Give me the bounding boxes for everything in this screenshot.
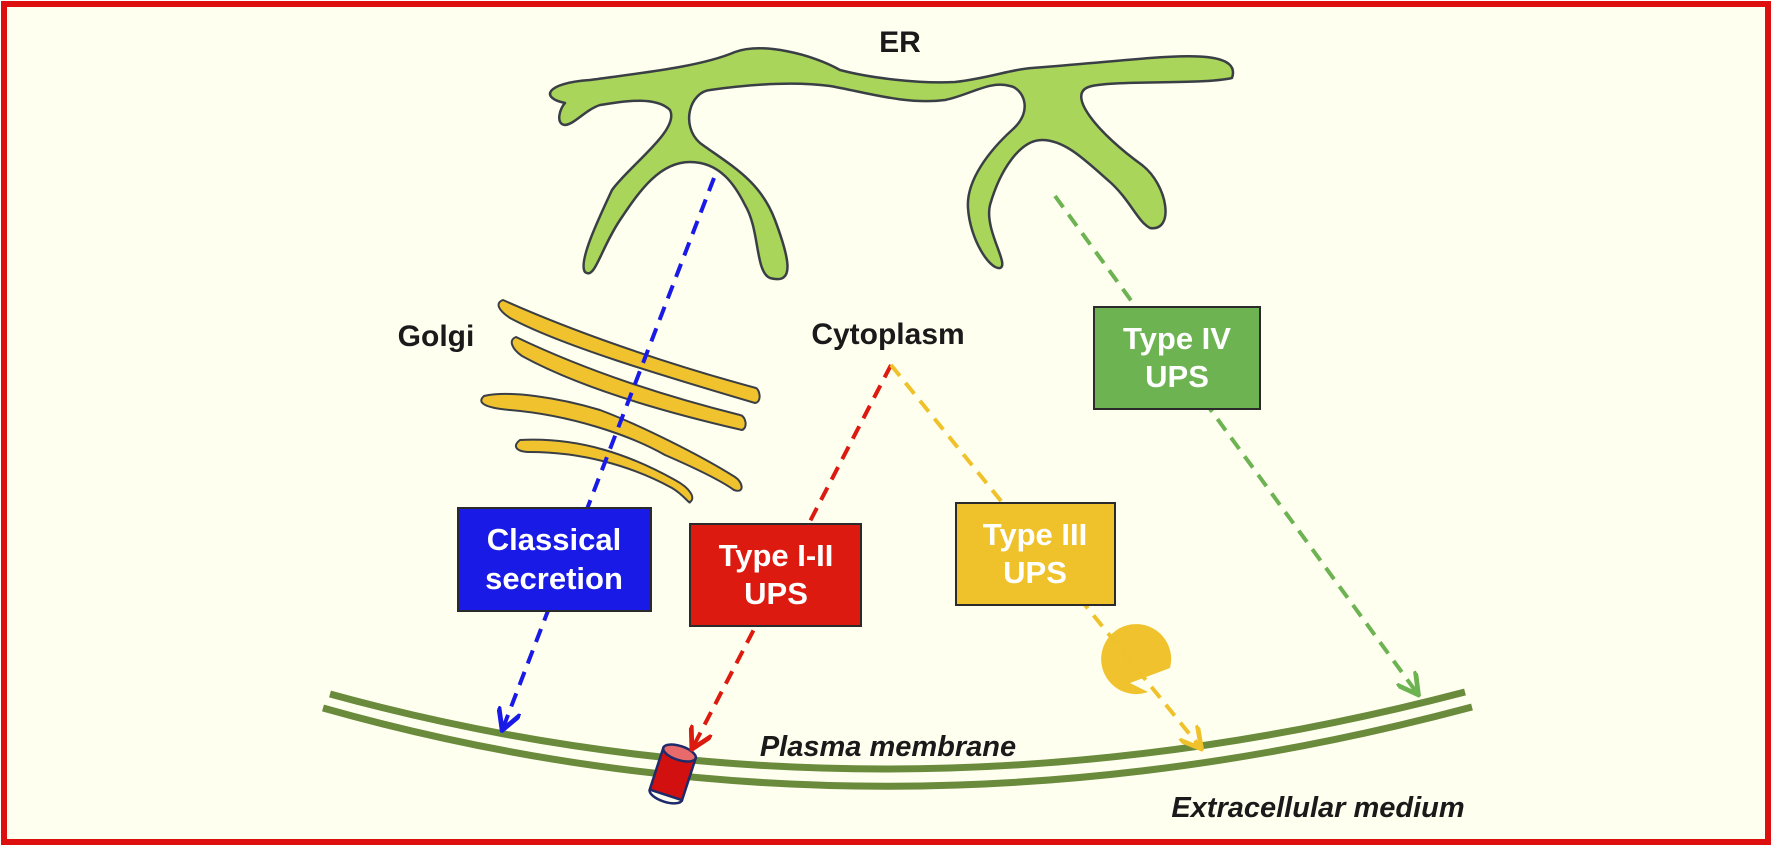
type-iii-arrow xyxy=(889,363,1200,747)
secretory-vesicle xyxy=(1101,624,1172,695)
golgi-cisterna-3 xyxy=(480,393,743,492)
membrane-inner-line xyxy=(329,688,1466,773)
channel-protein xyxy=(648,743,698,805)
plasma-membrane xyxy=(322,688,1473,790)
pathway-box-classical: Classical secretion xyxy=(457,507,652,612)
classical-secretion-arrow xyxy=(503,177,716,728)
er-shape xyxy=(548,47,1235,281)
membrane-outer-line xyxy=(322,703,1473,790)
pathway-label-line1: Type III xyxy=(983,517,1088,552)
extracellular-medium-label: Extracellular medium xyxy=(1171,792,1464,824)
golgi-cisterna-4 xyxy=(514,438,694,504)
pathway-label-line2: UPS xyxy=(1003,555,1067,590)
pathway-box-type-i-ii: Type I-II UPS xyxy=(689,523,862,627)
pathway-label-line1: Type IV xyxy=(1123,321,1231,356)
pathway-label-line1: Classical xyxy=(487,522,621,557)
golgi-cisterna-2 xyxy=(510,336,747,431)
golgi-label: Golgi xyxy=(398,320,475,353)
plasma-membrane-label: Plasma membrane xyxy=(760,731,1016,763)
pathway-label-line1: Type I-II xyxy=(719,538,834,573)
pathway-label-line2: UPS xyxy=(744,576,808,611)
cytoplasm-label: Cytoplasm xyxy=(811,318,964,351)
type-iv-arrow xyxy=(1053,194,1417,693)
golgi-cisterna-1 xyxy=(497,299,761,404)
er-label: ER xyxy=(879,26,921,59)
pathway-box-type-iii: Type III UPS xyxy=(955,502,1116,606)
pathway-label-line2: UPS xyxy=(1145,359,1209,394)
pathway-box-type-iv: Type IV UPS xyxy=(1093,306,1261,410)
pathway-label-line2: secretion xyxy=(485,561,623,596)
golgi-stack xyxy=(480,299,761,504)
